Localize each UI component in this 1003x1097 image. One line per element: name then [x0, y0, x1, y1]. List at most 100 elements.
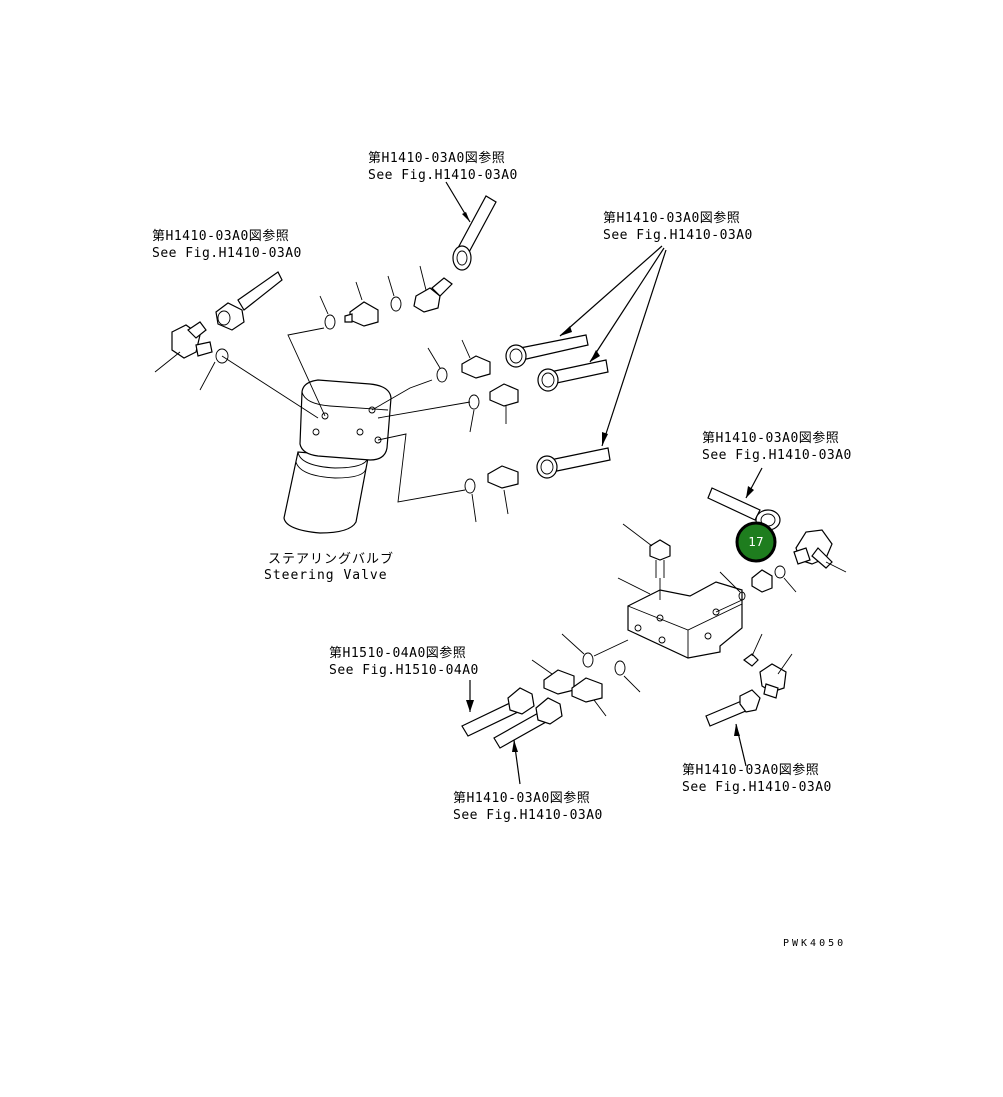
oring-mid-2[interactable] [468, 394, 480, 410]
oring-top-center-1[interactable] [324, 314, 336, 330]
ref-top-center-jp: 第H1410-03A0図参照 [368, 150, 505, 166]
leader-fitting-lower-left-1 [531, 659, 553, 675]
valve-cylinder-rim [297, 451, 369, 469]
leader-bolt [622, 523, 653, 547]
manifold-axis-left [593, 639, 629, 657]
oring-top-center-2[interactable] [390, 296, 402, 312]
valve-block-edge [301, 391, 389, 411]
ref-lower-left-en: See Fig.H1510-04A0 [329, 663, 479, 678]
ref-mid-right[interactable]: 第H1410-03A0図参照 See Fig.H1410-03A0 [702, 430, 852, 463]
elbow-top-center[interactable] [413, 277, 453, 313]
leader-oring-mid-2 [469, 409, 475, 433]
manifold-bolt[interactable] [649, 539, 671, 578]
oring-mid-3[interactable] [464, 478, 476, 494]
leader-oring-top-center-2 [387, 275, 395, 297]
fitting-top-center-1[interactable] [344, 301, 379, 327]
hose-lower-right[interactable] [705, 689, 761, 727]
leader-plug [751, 633, 763, 657]
leader-oring-mid-1 [427, 347, 441, 369]
callout-17-number: 17 [748, 535, 763, 549]
leader-top-left-2 [199, 361, 216, 391]
valve-port-3 [374, 436, 382, 444]
hose-right-3[interactable] [536, 447, 611, 479]
oring-mid-right[interactable] [774, 565, 786, 579]
leader-small-oring [719, 571, 741, 593]
leader-oring-lower-left-1 [561, 633, 585, 655]
fitting-lower-left-2[interactable] [571, 677, 603, 703]
leader-fitting-mid-1 [461, 339, 471, 359]
ref-top-center-en: See Fig.H1410-03A0 [368, 168, 518, 183]
leader-oring-top-center-1 [319, 295, 329, 315]
valve-port-4 [368, 406, 376, 414]
leader-manifold [617, 577, 651, 595]
steering-valve[interactable] [283, 379, 392, 534]
ref-top-left-jp: 第H1410-03A0図参照 [152, 228, 289, 244]
leader-oring-mid-3 [471, 493, 477, 523]
hose-lower-left-2[interactable] [493, 697, 563, 749]
manifold-axis-right [715, 599, 743, 613]
ref-top-center[interactable]: 第H1410-03A0図参照 See Fig.H1410-03A0 [368, 150, 518, 183]
fitting-mid-2[interactable] [489, 383, 519, 407]
steering-valve-label-jp: ステアリングバルブ [268, 551, 394, 567]
leader-fitting-lower-left-2 [593, 699, 607, 717]
oring-lower-left-1[interactable] [582, 652, 594, 668]
fitting-callout-17[interactable] [751, 569, 773, 593]
ref-top-right-jp: 第H1410-03A0図参照 [603, 210, 740, 226]
ref-bottom-right-jp: 第H1410-03A0図参照 [682, 762, 819, 778]
elbow-top-left[interactable] [171, 321, 213, 359]
hose-top-center[interactable] [452, 195, 497, 271]
valve-port-1 [321, 412, 329, 420]
ref-bottom-right[interactable]: 第H1410-03A0図参照 See Fig.H1410-03A0 [682, 762, 832, 795]
manifold-block[interactable] [627, 581, 743, 659]
hose-lower-left-1[interactable] [461, 687, 535, 737]
arrowhead-lower-right [734, 724, 740, 736]
elbow-lower-right[interactable] [759, 663, 787, 699]
leader-elbow-mid-right [825, 561, 847, 573]
leader-elbow-lower-right [777, 653, 793, 675]
oring-lower-left-2[interactable] [614, 660, 626, 676]
oring-mid-1[interactable] [436, 367, 448, 383]
arrowhead-top-center [462, 212, 470, 222]
leader-top-left-1 [154, 351, 181, 373]
fitting-lower-left-1[interactable] [543, 669, 575, 695]
leader-oring-lower-left-2 [623, 675, 641, 693]
valve-leader-lines [221, 327, 471, 503]
steering-valve-label: ステアリングバルブ Steering Valve [264, 551, 394, 583]
ref-top-left-en: See Fig.H1410-03A0 [152, 246, 302, 261]
valve-cylinder-band [295, 461, 367, 479]
ref-top-right-en: See Fig.H1410-03A0 [603, 228, 753, 243]
ref-bottom-center[interactable]: 第H1410-03A0図参照 See Fig.H1410-03A0 [453, 790, 603, 823]
valve-port-5 [312, 428, 320, 436]
callout-17[interactable]: 17 [735, 521, 777, 563]
arrowhead-bottom-center [512, 740, 518, 752]
callout-17-circle[interactable] [735, 521, 777, 563]
valve-block [299, 379, 392, 461]
steering-valve-label-en: Steering Valve [264, 568, 388, 583]
leader-elbow-top-center [419, 265, 427, 291]
fitting-mid-3[interactable] [487, 465, 519, 489]
ref-lower-left-jp: 第H1510-04A0図参照 [329, 645, 466, 661]
leader-fitting-top-center-1 [355, 281, 363, 301]
hose-right-2[interactable] [537, 359, 609, 392]
valve-port-2 [356, 428, 364, 436]
hose-top-left[interactable] [215, 271, 283, 331]
ref-bottom-center-jp: 第H1410-03A0図参照 [453, 790, 590, 806]
ref-bottom-right-en: See Fig.H1410-03A0 [682, 780, 832, 795]
hose-right-1[interactable] [505, 334, 589, 368]
ref-bottom-center-en: See Fig.H1410-03A0 [453, 808, 603, 823]
arrows-top-right [559, 245, 667, 447]
arrowhead-mid-right [746, 486, 754, 498]
plug-lower-right[interactable] [743, 653, 759, 667]
fitting-mid-1[interactable] [461, 355, 491, 379]
hose-mid-right[interactable] [707, 487, 781, 531]
ref-top-left[interactable]: 第H1410-03A0図参照 See Fig.H1410-03A0 [152, 228, 302, 261]
leader-oring-mid-right [783, 577, 797, 593]
ref-mid-right-en: See Fig.H1410-03A0 [702, 448, 852, 463]
drawing-code: PWK4050 [783, 938, 846, 949]
oring-top-left[interactable] [215, 348, 229, 364]
ref-top-right[interactable]: 第H1410-03A0図参照 See Fig.H1410-03A0 [603, 210, 753, 243]
valve-cylinder [283, 451, 369, 534]
arrowhead-lower-left [466, 700, 474, 712]
ref-lower-left[interactable]: 第H1510-04A0図参照 See Fig.H1510-04A0 [329, 645, 479, 678]
